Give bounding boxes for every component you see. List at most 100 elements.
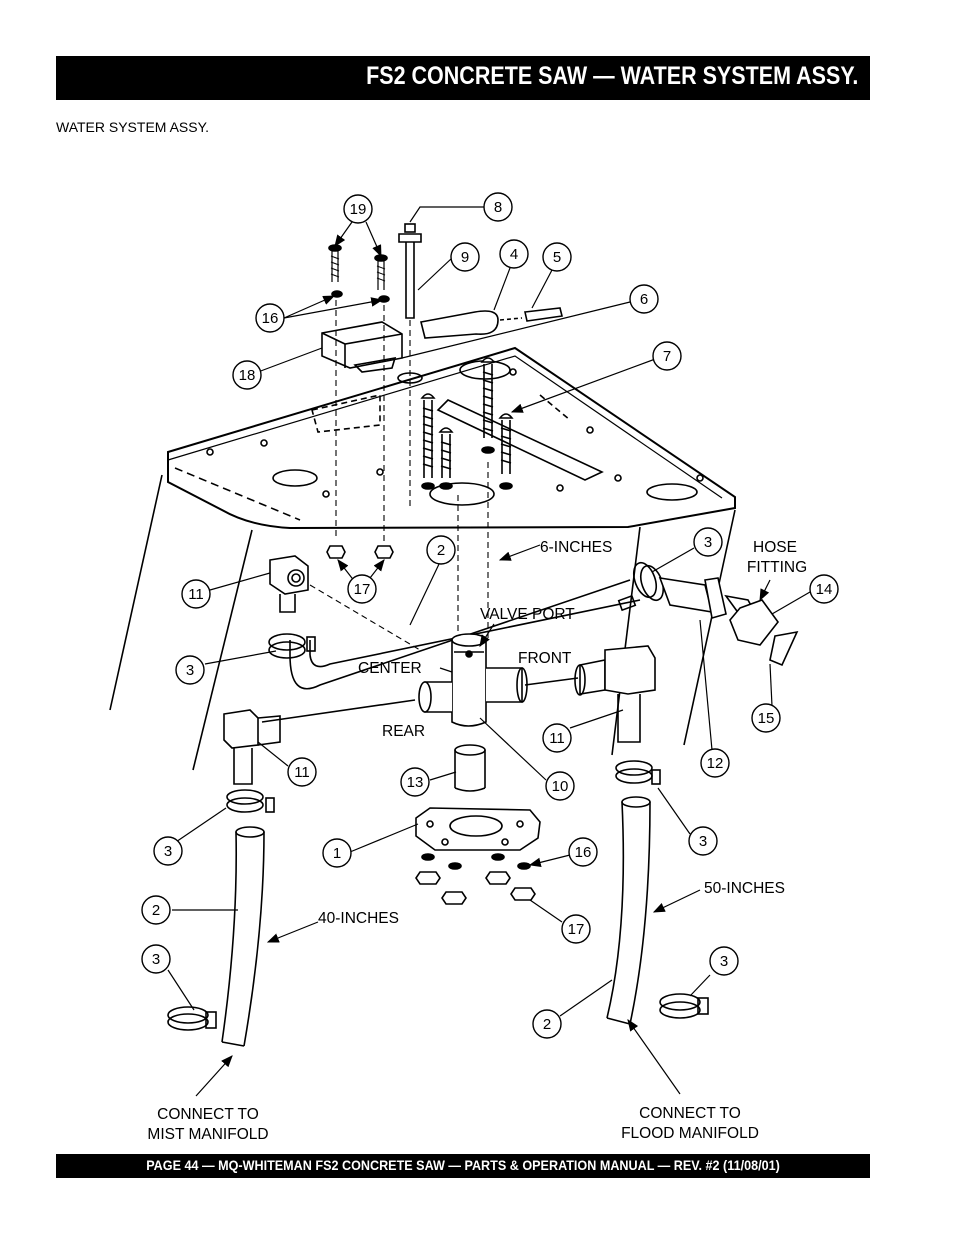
flange-1 <box>415 807 541 851</box>
label-hose-2: FITTING <box>747 559 807 576</box>
callout-circle-1 <box>322 838 352 868</box>
footer-text: PAGE 44 — MQ-WHITEMAN FS2 CONCRETE SAW —… <box>146 1157 780 1173</box>
callout-circle-15 <box>751 703 781 733</box>
callout-circle-14 <box>809 574 839 604</box>
callout-circle-4 <box>499 239 529 269</box>
callout-2-left: 2 <box>152 902 160 919</box>
callout-circle-18 <box>232 360 262 390</box>
label-rear: REAR <box>382 723 425 740</box>
label-flood-1: CONNECT TO <box>639 1105 741 1122</box>
label-hose-1: HOSE <box>753 539 797 556</box>
callout-7: 7 <box>663 348 671 365</box>
callout-17-top: 17 <box>354 581 371 598</box>
callout-circle-3-fitting <box>693 527 723 557</box>
callout-9: 9 <box>461 249 469 266</box>
mounting-block-18 <box>321 300 403 545</box>
callout-circle-17-bottom <box>561 914 591 944</box>
callout-circle-3-lower-left <box>153 836 183 866</box>
callout-circle-11-upper <box>181 579 211 609</box>
callout-3-fitting: 3 <box>704 534 712 551</box>
valve-hoses <box>261 677 579 723</box>
callout-circle-16-bottom <box>568 837 598 867</box>
callout-3-left: 3 <box>186 662 194 679</box>
callout-17-bottom: 17 <box>568 921 585 938</box>
callout-circle-3-left <box>175 655 205 685</box>
callout-numbers: 19 8 9 4 5 6 7 16 18 2 3 11 17 14 3 15 1… <box>152 199 833 1033</box>
callout-2-top: 2 <box>437 542 445 559</box>
callout-circle-3-bottom-right <box>709 946 739 976</box>
callout-4: 4 <box>510 246 518 263</box>
label-center: CENTER <box>358 660 422 677</box>
valve-lever-4 <box>420 307 563 339</box>
label-mist-2: MIST MANIFOLD <box>147 1126 268 1143</box>
elbow-11-lower-left <box>223 709 281 785</box>
hose-50-inches <box>606 760 709 1025</box>
hose-6-inches <box>289 579 641 690</box>
callout-circle-5 <box>542 242 572 272</box>
callout-1: 1 <box>333 845 341 862</box>
footer-bar: PAGE 44 — MQ-WHITEMAN FS2 CONCRETE SAW —… <box>56 1154 870 1178</box>
callout-circle-17-top <box>347 574 377 604</box>
label-mist-1: CONNECT TO <box>157 1106 259 1123</box>
callout-circle-10 <box>545 771 575 801</box>
label-six-inches: 6-INCHES <box>540 539 612 556</box>
callout-14: 14 <box>816 581 833 598</box>
callout-16-bottom: 16 <box>575 844 592 861</box>
callout-3-lower-right: 3 <box>699 833 707 850</box>
callout-2-right: 2 <box>543 1016 551 1033</box>
label-fifty-inches: 50-INCHES <box>704 880 785 897</box>
callout-circle-11-lower <box>287 757 317 787</box>
clamp-3-upper-left <box>268 633 316 659</box>
callout-5: 5 <box>553 249 561 266</box>
callout-11-upper: 11 <box>188 586 204 603</box>
valve-body-10 <box>418 633 528 727</box>
section-label: WATER SYSTEM ASSY. <box>56 119 210 135</box>
callout-3-bottom-right: 3 <box>720 953 728 970</box>
label-forty-inches: 40-INCHES <box>318 910 399 927</box>
page-title-bar: FS2 CONCRETE SAW — WATER SYSTEM ASSY. <box>56 56 870 100</box>
callout-15: 15 <box>758 710 775 727</box>
elbow-11-right <box>574 645 656 743</box>
callout-13: 13 <box>407 774 424 791</box>
callout-circle-19 <box>343 194 373 224</box>
label-valve-port: VALVE PORT <box>480 606 575 623</box>
callout-18: 18 <box>239 367 256 384</box>
callout-circle-2-left <box>141 895 171 925</box>
callout-11-right: 11 <box>549 730 565 747</box>
callout-12: 12 <box>707 755 724 772</box>
nuts-17-top <box>326 545 394 559</box>
hose-40-inches <box>167 789 275 1047</box>
callout-circle-12 <box>700 748 730 778</box>
callout-circle-7 <box>652 341 682 371</box>
callout-circle-16-top <box>255 303 285 333</box>
callout-circle-9 <box>450 242 480 272</box>
callout-circle-11-right <box>542 723 572 753</box>
callout-19: 19 <box>350 201 367 218</box>
callout-11-lower: 11 <box>294 764 310 781</box>
callout-3-bottom-left: 3 <box>152 951 160 968</box>
bolts-7 <box>420 357 514 640</box>
elbow-11-upper <box>269 555 421 651</box>
callout-circles <box>141 192 839 1039</box>
diagram-labels: 6-INCHES HOSE FITTING VALVE PORT CENTER … <box>147 539 807 1143</box>
callout-circle-8 <box>483 192 513 222</box>
label-flood-2: FLOOD MANIFOLD <box>621 1125 759 1142</box>
callout-circle-3-bottom-left <box>141 944 171 974</box>
callout-circle-2-right <box>532 1009 562 1039</box>
leader-lines <box>167 206 811 1097</box>
callout-6: 6 <box>640 291 648 308</box>
callout-circle-3-lower-right <box>688 826 718 856</box>
callout-circle-13 <box>400 767 430 797</box>
callout-8: 8 <box>494 199 502 216</box>
page-title: FS2 CONCRETE SAW — WATER SYSTEM ASSY. <box>365 62 858 90</box>
label-front: FRONT <box>518 650 572 667</box>
callout-circle-2-top <box>426 535 456 565</box>
callout-10: 10 <box>552 778 569 795</box>
hose-fitting-14 <box>658 577 799 667</box>
coupler-13 <box>454 744 486 792</box>
callout-3-lower-left: 3 <box>164 843 172 860</box>
lower-nuts-washers <box>415 853 536 905</box>
callout-circle-6 <box>629 284 659 314</box>
frame-plate <box>109 346 736 771</box>
